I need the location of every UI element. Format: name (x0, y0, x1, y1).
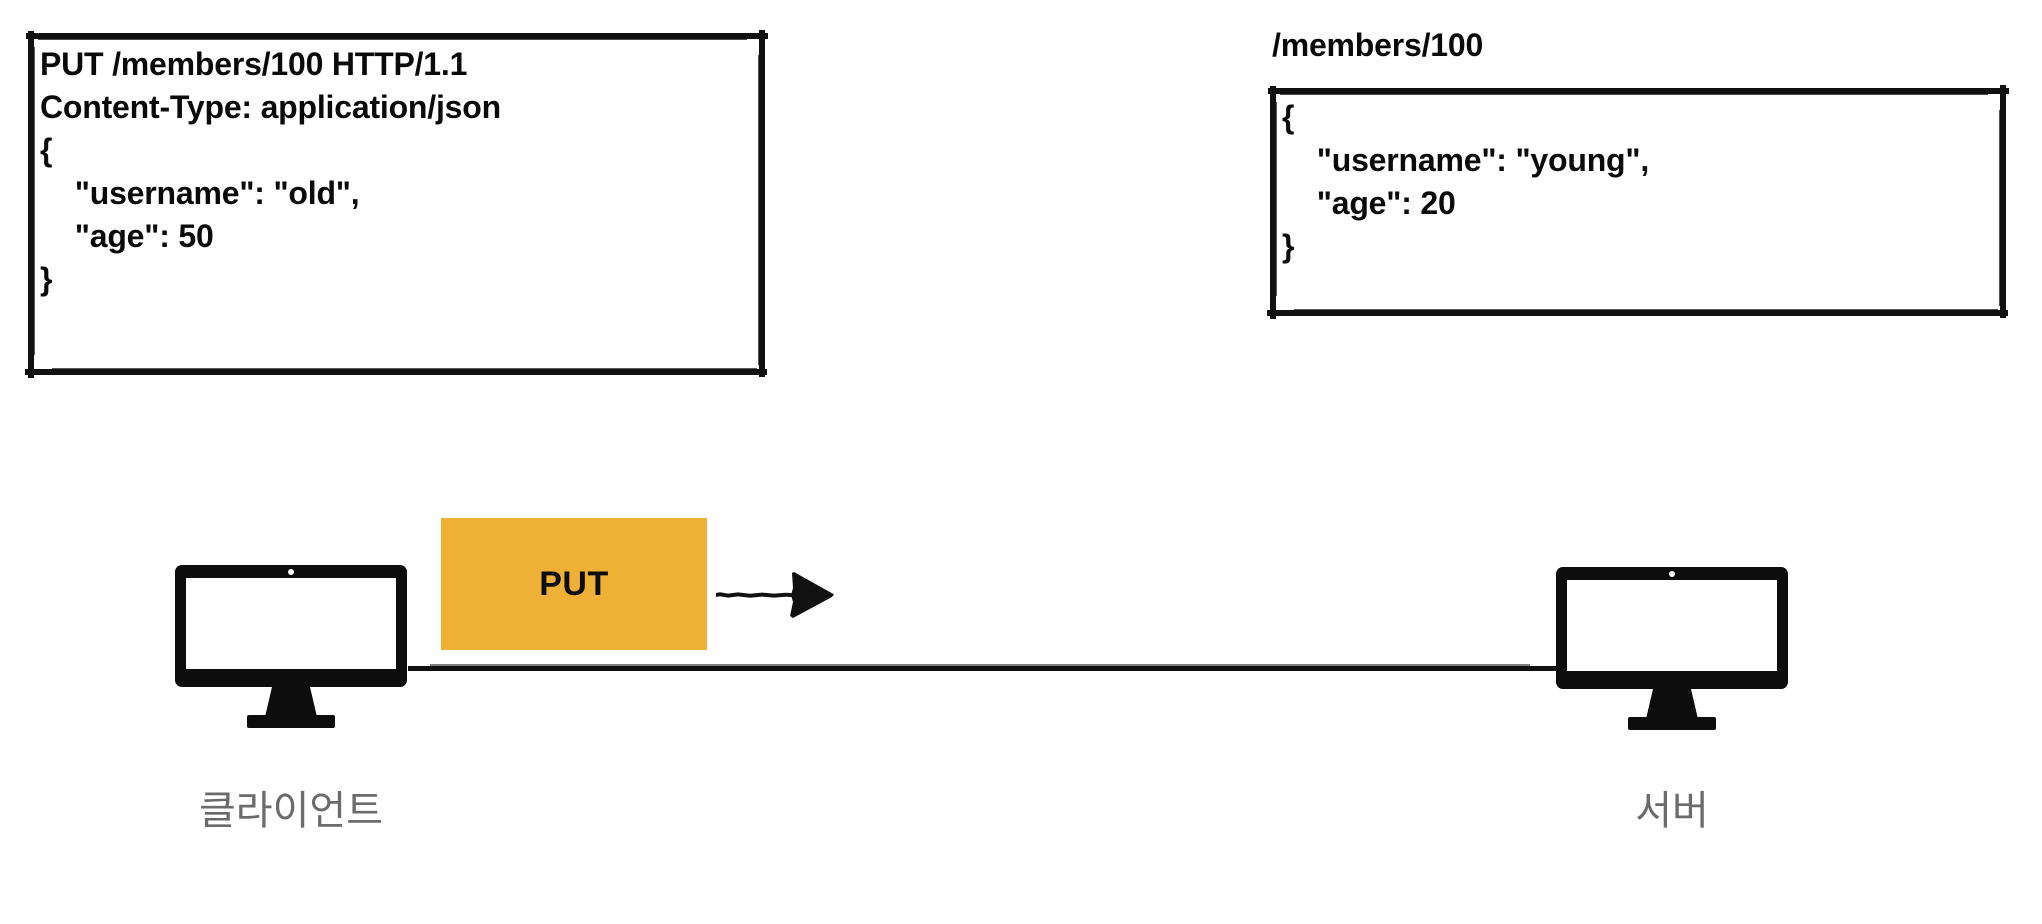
box-border-top-texture (1280, 92, 1988, 95)
request-line-1: PUT /members/100 HTTP/1.1 (40, 46, 468, 82)
server-computer (1556, 567, 1788, 767)
http-method-label: PUT (539, 564, 609, 603)
box-border-top-texture (38, 37, 747, 40)
box-border-left-texture (1274, 102, 1277, 296)
box-border-bottom-texture (52, 368, 757, 371)
client-computer (175, 565, 407, 765)
desktop-monitor-icon (1556, 567, 1788, 730)
network-connection-line (408, 666, 1558, 671)
resource-path-label: /members/100 (1272, 27, 1484, 63)
request-direction-arrow (714, 562, 844, 630)
box-border-left-texture (32, 47, 35, 355)
http-method-chip[interactable]: PUT (441, 518, 707, 650)
box-border-top (26, 33, 768, 39)
resource-line-5: } (1282, 228, 1295, 264)
desktop-monitor-icon (175, 565, 407, 728)
box-border-right-texture (758, 55, 761, 365)
request-line-2: Content-Type: application/json (40, 89, 501, 125)
arrow-icon (716, 572, 834, 618)
box-border-top (1268, 88, 2009, 94)
box-border-right (2000, 85, 2006, 318)
client-label: 클라이언트 (199, 789, 383, 833)
server-label: 서버 (1635, 789, 1709, 833)
request-line-6: "age": 50 (40, 218, 214, 254)
http-request-box: PUT /members/100 HTTP/1.1 Content-Type: … (25, 30, 768, 378)
http-request-body: PUT /members/100 HTTP/1.1 Content-Type: … (28, 33, 765, 375)
box-border-left (28, 31, 34, 378)
server-resource-box: { "username": "young", "age": 20 } (1267, 85, 2009, 319)
box-border-bottom (25, 369, 767, 375)
request-line-4: { (40, 132, 53, 168)
server-resource-body: { "username": "young", "age": 20 } (1270, 88, 2006, 316)
resource-line-3: "age": 20 (1282, 185, 1456, 221)
box-border-left (1270, 86, 1276, 319)
box-border-bottom (1267, 310, 2008, 316)
resource-line-1: { (1282, 99, 1295, 135)
box-border-bottom-texture (1294, 309, 1998, 312)
box-border-right-texture (1999, 110, 2002, 306)
request-line-5: "username": "old", (40, 175, 360, 211)
resource-line-2: "username": "young", (1282, 142, 1650, 178)
request-line-7: } (40, 261, 53, 297)
box-border-right (759, 30, 765, 377)
network-connection-line-texture (430, 664, 1530, 667)
